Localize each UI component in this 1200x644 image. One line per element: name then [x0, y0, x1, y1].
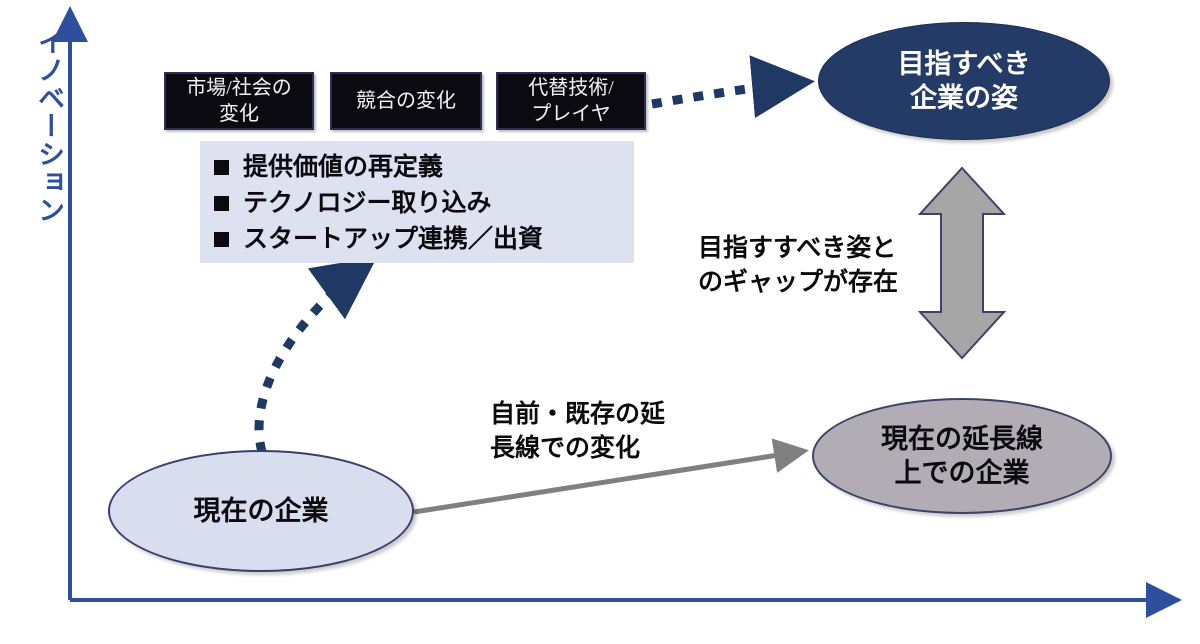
list-item[interactable]: スタートアップ連携／出資: [214, 221, 624, 257]
list-item-label: スタートアップ連携／出資: [243, 225, 544, 253]
driver-box-alternative-technology-player[interactable]: 代替技術/ プレイヤ: [496, 72, 646, 130]
list-item-label: 提供価値の再定義: [243, 153, 444, 181]
list-item[interactable]: 提供価値の再定義: [214, 149, 624, 185]
actions-panel: 提供価値の再定義 テクノロジー取り込み スタートアップ連携／出資: [200, 141, 634, 263]
y-axis-label: イノベーション: [34, 28, 64, 224]
connector-current-to-actions: [254, 256, 378, 454]
annotation-change-note: 自前・既存の延 長線での変化: [490, 400, 666, 462]
annotation-gap-note: 目指すすべき姿と のギャップが存在: [698, 234, 899, 296]
gap-double-arrow: [917, 166, 1007, 360]
driver-box-market-social-change[interactable]: 市場/社会の 変化: [164, 72, 314, 130]
list-item[interactable]: テクノロジー取り込み: [214, 185, 624, 221]
node-target-company[interactable]: 目指すべき 企業の姿: [818, 22, 1110, 140]
driver-box-competitive-change[interactable]: 競合の変化: [330, 72, 482, 130]
square-bullet-icon: [214, 159, 229, 175]
list-item-label: テクノロジー取り込み: [243, 189, 492, 217]
square-bullet-icon: [214, 231, 229, 247]
connector-current-to-extrapolated: [413, 438, 809, 515]
node-extrapolated-company[interactable]: 現在の延長線 上での企業: [812, 398, 1112, 514]
node-current-company[interactable]: 現在の企業: [108, 450, 414, 572]
square-bullet-icon: [214, 195, 229, 211]
connector-drivers-to-target: [651, 55, 815, 119]
